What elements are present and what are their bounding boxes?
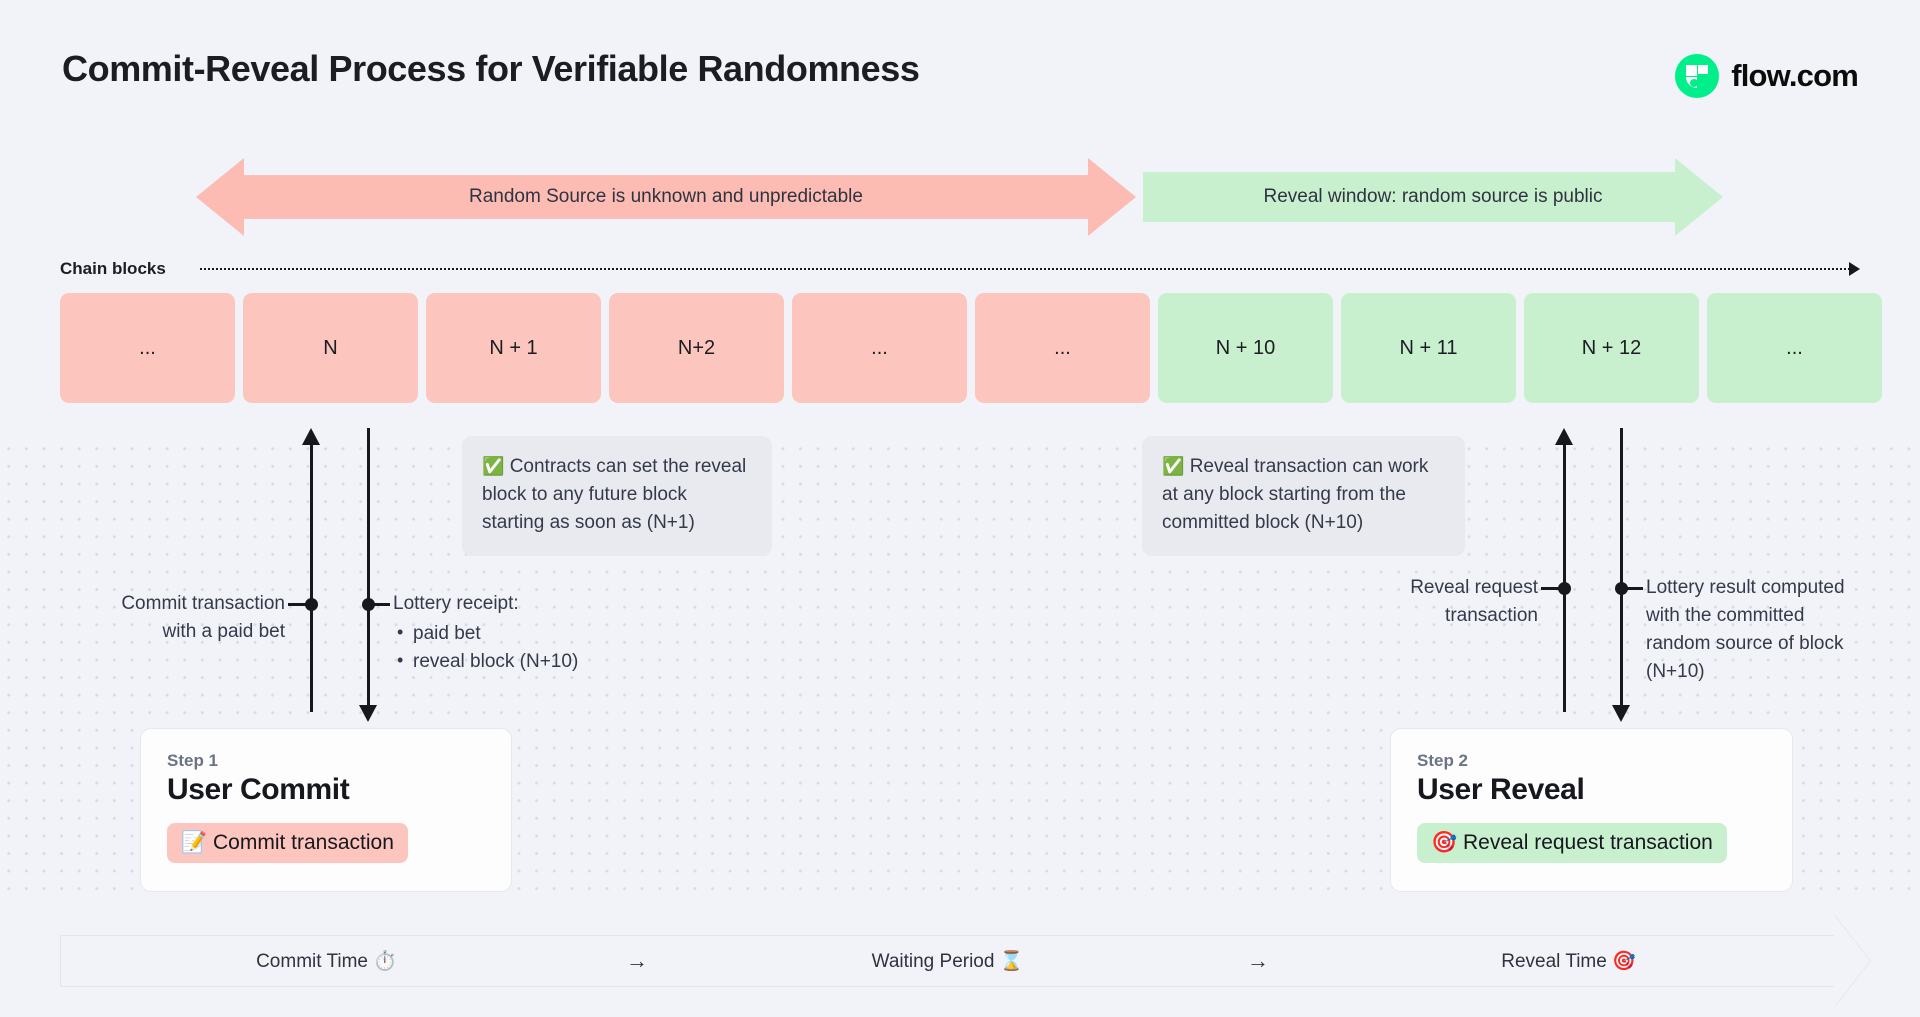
annotation-receipt-item: paid bet xyxy=(393,619,673,648)
banner-reveal-window: Reveal window: random source is public xyxy=(1143,158,1723,236)
memo-icon: 📝 xyxy=(181,831,208,854)
commit-connector-stub xyxy=(288,603,314,606)
reveal-connector-knob xyxy=(1558,582,1571,595)
commit-connector-knob xyxy=(305,598,318,611)
reveal-connector-stub xyxy=(1541,587,1567,590)
step-1-pill[interactable]: 📝 Commit transaction xyxy=(167,823,408,863)
chain-block: ... xyxy=(60,293,235,403)
banner-reveal-window-label: Reveal window: random source is public xyxy=(1263,186,1603,207)
timeline-separator-icon: → xyxy=(626,948,648,973)
callout-contracts-text: Contracts can set the reveal block to an… xyxy=(482,456,747,533)
receipt-arrow-line xyxy=(367,428,370,710)
callout-contracts: ✅ Contracts can set the reveal block to … xyxy=(462,436,772,556)
annotation-reveal-request: Reveal request transaction xyxy=(1410,577,1538,626)
brand-name: flow.com xyxy=(1731,58,1859,93)
chain-block: ... xyxy=(975,293,1150,403)
phase-timeline: Commit Time ⏱️ → Waiting Period ⌛ → Reveal T… xyxy=(60,935,1835,987)
chain-block: N xyxy=(243,293,418,403)
step-1-title: User Commit xyxy=(167,773,350,806)
reveal-arrow-head-icon xyxy=(1555,428,1573,445)
annotation-receipt-list: paid betreveal block (N+10) xyxy=(393,619,673,676)
result-arrow-line xyxy=(1620,428,1623,710)
step-1-kicker: Step 1 xyxy=(167,751,219,770)
check-icon: ✅ xyxy=(482,456,505,476)
receipt-arrow-head-icon xyxy=(359,705,377,722)
timeline-phase: Commit Time ⏱️ xyxy=(256,951,397,972)
step-2-title: User Reveal xyxy=(1417,773,1585,806)
chain-block: N + 10 xyxy=(1158,293,1333,403)
step-1-pill-label: Commit transaction xyxy=(213,831,394,854)
target-icon: 🎯 xyxy=(1431,831,1458,854)
timeline-phase: Waiting Period ⌛ xyxy=(871,951,1024,972)
timeline-arrow-icon xyxy=(1834,915,1870,1007)
step-card-user-reveal[interactable]: Step 2 User Reveal 🎯 Reveal request tran… xyxy=(1390,728,1793,892)
annotation-receipt: Lottery receipt: paid betreveal block (N… xyxy=(393,590,673,676)
commit-arrow-head-icon xyxy=(302,428,320,445)
receipt-connector-stub xyxy=(364,603,390,606)
annotation-receipt-item: reveal block (N+10) xyxy=(393,647,673,676)
chain-block: ... xyxy=(1707,293,1882,403)
annotation-receipt-title: Lottery receipt: xyxy=(393,593,519,614)
annotation-lottery-result: Lottery result computed with the committ… xyxy=(1646,577,1845,682)
chain-block: N + 12 xyxy=(1524,293,1699,403)
chain-block: N+2 xyxy=(609,293,784,403)
banner-unpredictable-label: Random Source is unknown and unpredictab… xyxy=(469,186,863,207)
result-connector-knob xyxy=(1615,582,1628,595)
callout-reveal: ✅ Reveal transaction can work at any blo… xyxy=(1142,436,1465,556)
chain-axis-line xyxy=(200,268,1850,270)
chain-blocks-label: Chain blocks xyxy=(60,259,166,278)
result-connector-stub xyxy=(1617,587,1643,590)
brand-logo: flow.com xyxy=(1675,54,1859,98)
annotation-commit: Commit transaction with a paid bet xyxy=(121,593,285,642)
callout-reveal-text: Reveal transaction can work at any block… xyxy=(1162,456,1429,533)
check-icon: ✅ xyxy=(1162,456,1185,476)
step-2-pill[interactable]: 🎯 Reveal request transaction xyxy=(1417,823,1727,863)
receipt-connector-knob xyxy=(362,598,375,611)
chain-block: ... xyxy=(792,293,967,403)
banner-unpredictable: Random Source is unknown and unpredictab… xyxy=(196,158,1136,236)
chain-axis-arrow-icon xyxy=(1849,262,1860,276)
commit-arrow-line xyxy=(310,444,313,712)
page-title: Commit-Reveal Process for Verifiable Ran… xyxy=(62,48,920,89)
chain-block: N + 1 xyxy=(426,293,601,403)
step-2-kicker: Step 2 xyxy=(1417,751,1469,770)
step-card-user-commit[interactable]: Step 1 User Commit 📝 Commit transaction xyxy=(140,728,512,892)
chain-axis xyxy=(200,262,1860,278)
chain-block: N + 11 xyxy=(1341,293,1516,403)
step-2-pill-label: Reveal request transaction xyxy=(1463,831,1713,854)
flow-logo-icon xyxy=(1675,54,1720,98)
reveal-arrow-line xyxy=(1563,444,1566,712)
timeline-separator-icon: → xyxy=(1247,948,1269,973)
timeline-phase: Reveal Time 🎯 xyxy=(1501,951,1636,972)
result-arrow-head-icon xyxy=(1612,705,1630,722)
phase-banner-row: Random Source is unknown and unpredictab… xyxy=(0,158,1920,236)
